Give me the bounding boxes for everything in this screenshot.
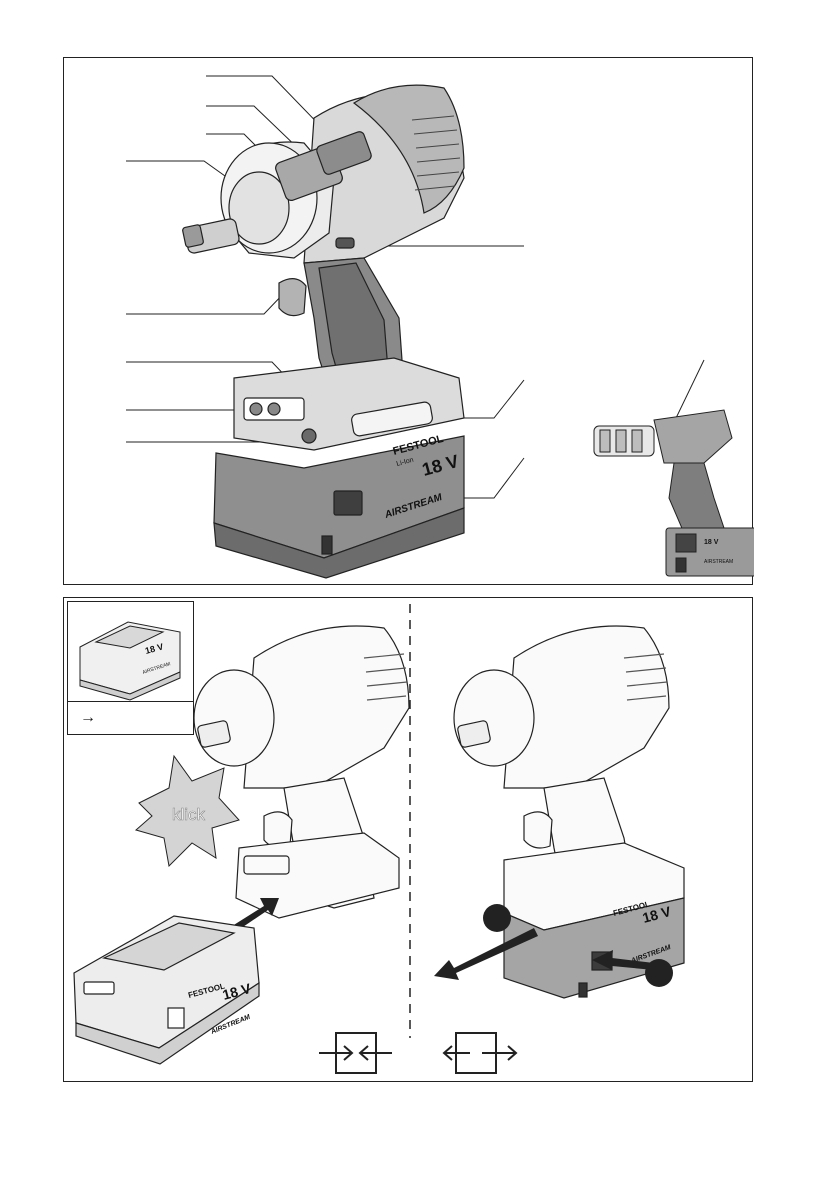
klick-label: klick — [172, 805, 206, 824]
remove-direction-arrow — [434, 928, 538, 980]
left-battery-pack — [73, 915, 260, 1065]
battery-sub-label: Li-Ion — [396, 457, 415, 468]
tool-main-body — [182, 84, 465, 579]
step-1-marker — [483, 904, 511, 932]
impact-driver-illustration: FESTOOL Li-Ion 18 V AIRSTREAM 18 V AIRST… — [126, 75, 754, 579]
release-button-arrow — [592, 950, 654, 970]
inset-caption-arrow: → — [80, 709, 96, 726]
inset-battery-reference: 18 V AIRSTREAM → — [67, 601, 194, 735]
remove-battery-icon — [442, 1032, 518, 1074]
left-tool-illustration — [193, 625, 410, 919]
small-drill-series-label: AIRSTREAM — [704, 559, 733, 565]
small-drill-voltage-label: 18 V — [704, 539, 719, 546]
inset-battery-image — [79, 621, 181, 701]
inset-caption: → — [68, 701, 193, 734]
klick-sound-burst: klick — [134, 754, 240, 868]
inset-battery-series: AIRSTREAM — [142, 661, 172, 676]
left-battery-voltage: 18 V — [221, 980, 254, 1003]
battery-insert-remove-illustration: klick FESTOOL 18 V AIRSTREAM — [73, 604, 685, 1074]
insert-direction-arrow — [229, 898, 279, 933]
figure-1-overview-panel: FESTOOL Li-Ion 18 V AIRSTREAM 18 V AIRST… — [63, 57, 754, 585]
small-drill-illustration — [593, 409, 754, 577]
right-battery-voltage: 18 V — [641, 903, 674, 926]
leader-lines-left — [126, 75, 333, 443]
insert-battery-icon — [319, 1032, 392, 1074]
right-tool-illustration — [453, 625, 685, 999]
inset-battery-voltage: 18 V — [144, 641, 164, 655]
figure-2-battery-panel: klick FESTOOL 18 V AIRSTREAM — [63, 597, 753, 1082]
